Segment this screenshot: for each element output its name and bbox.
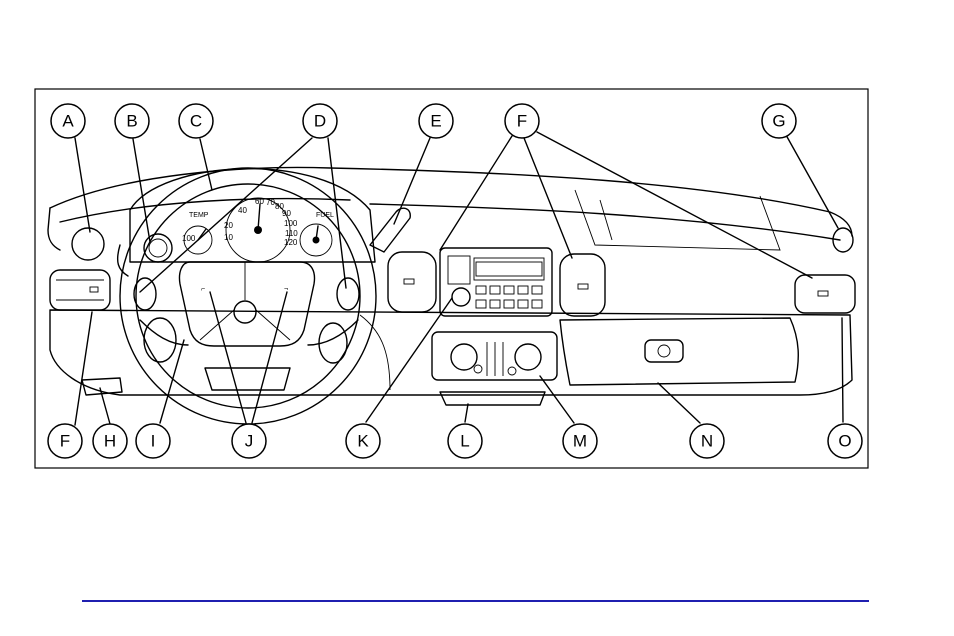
svg-text:B: B (126, 112, 137, 131)
horn-icon: ⌐ (201, 286, 205, 293)
svg-text:L: L (460, 432, 469, 451)
footer-rule (82, 600, 869, 602)
callout-B: B (114, 103, 150, 139)
svg-text:A: A (62, 112, 74, 131)
callout-I: I (135, 423, 171, 459)
speed-tick-100: 100 (284, 219, 298, 228)
speed-tick-100-low: 100 (182, 234, 196, 243)
turn-signal-lever (369, 207, 411, 253)
diagram-frame (34, 88, 869, 469)
temp-label: TEMP (189, 212, 209, 219)
callout-J: J (231, 423, 267, 459)
callout-K: K (345, 423, 381, 459)
callout-E: E (418, 103, 454, 139)
speed-tick-20: 20 (224, 221, 233, 230)
svg-text:F: F (60, 432, 70, 451)
dashboard-body (47, 166, 853, 406)
callout-H: H (92, 423, 128, 459)
headlamp-controls (71, 227, 173, 277)
air-vents (49, 227, 856, 317)
callout-O: O (827, 423, 863, 459)
callout-G: G (761, 103, 797, 139)
radio-unit (439, 247, 553, 317)
hood-release (81, 377, 123, 396)
svg-text:M: M (573, 432, 587, 451)
callout-F-top: F (504, 103, 540, 139)
svg-text:J: J (245, 432, 254, 451)
speed-tick-10: 10 (224, 233, 233, 242)
speed-tick-80: 80 (275, 202, 284, 211)
speed-tick-120: 120 (284, 238, 298, 247)
svg-text:I: I (151, 432, 156, 451)
horn-icon: ¬ (284, 286, 288, 293)
steering-and-cluster: TEMP FUEL 20 40 60 70 80 90 100 110 120 … (119, 167, 377, 425)
svg-text:H: H (104, 432, 116, 451)
svg-text:O: O (838, 432, 851, 451)
svg-text:D: D (314, 112, 326, 131)
speed-tick-90: 90 (282, 209, 291, 218)
leader-lines (74, 131, 844, 426)
speed-tick-40: 40 (238, 206, 247, 215)
callout-C: C (178, 103, 214, 139)
fuel-gauge (299, 223, 333, 257)
callout-M: M (562, 423, 598, 459)
callout-F-bottom: F (47, 423, 83, 459)
svg-text:F: F (517, 112, 527, 131)
svg-text:G: G (772, 112, 785, 131)
callout-A: A (50, 103, 86, 139)
svg-text:E: E (430, 112, 441, 131)
speed-tick-70: 70 (266, 198, 275, 207)
svg-text:C: C (190, 112, 202, 131)
speed-tick-110: 110 (285, 229, 298, 238)
svg-text:K: K (357, 432, 369, 451)
callout-L: L (447, 423, 483, 459)
callout-D: D (302, 103, 338, 139)
callout-N: N (689, 423, 725, 459)
speed-tick-60: 60 (255, 197, 264, 206)
svg-text:N: N (701, 432, 713, 451)
